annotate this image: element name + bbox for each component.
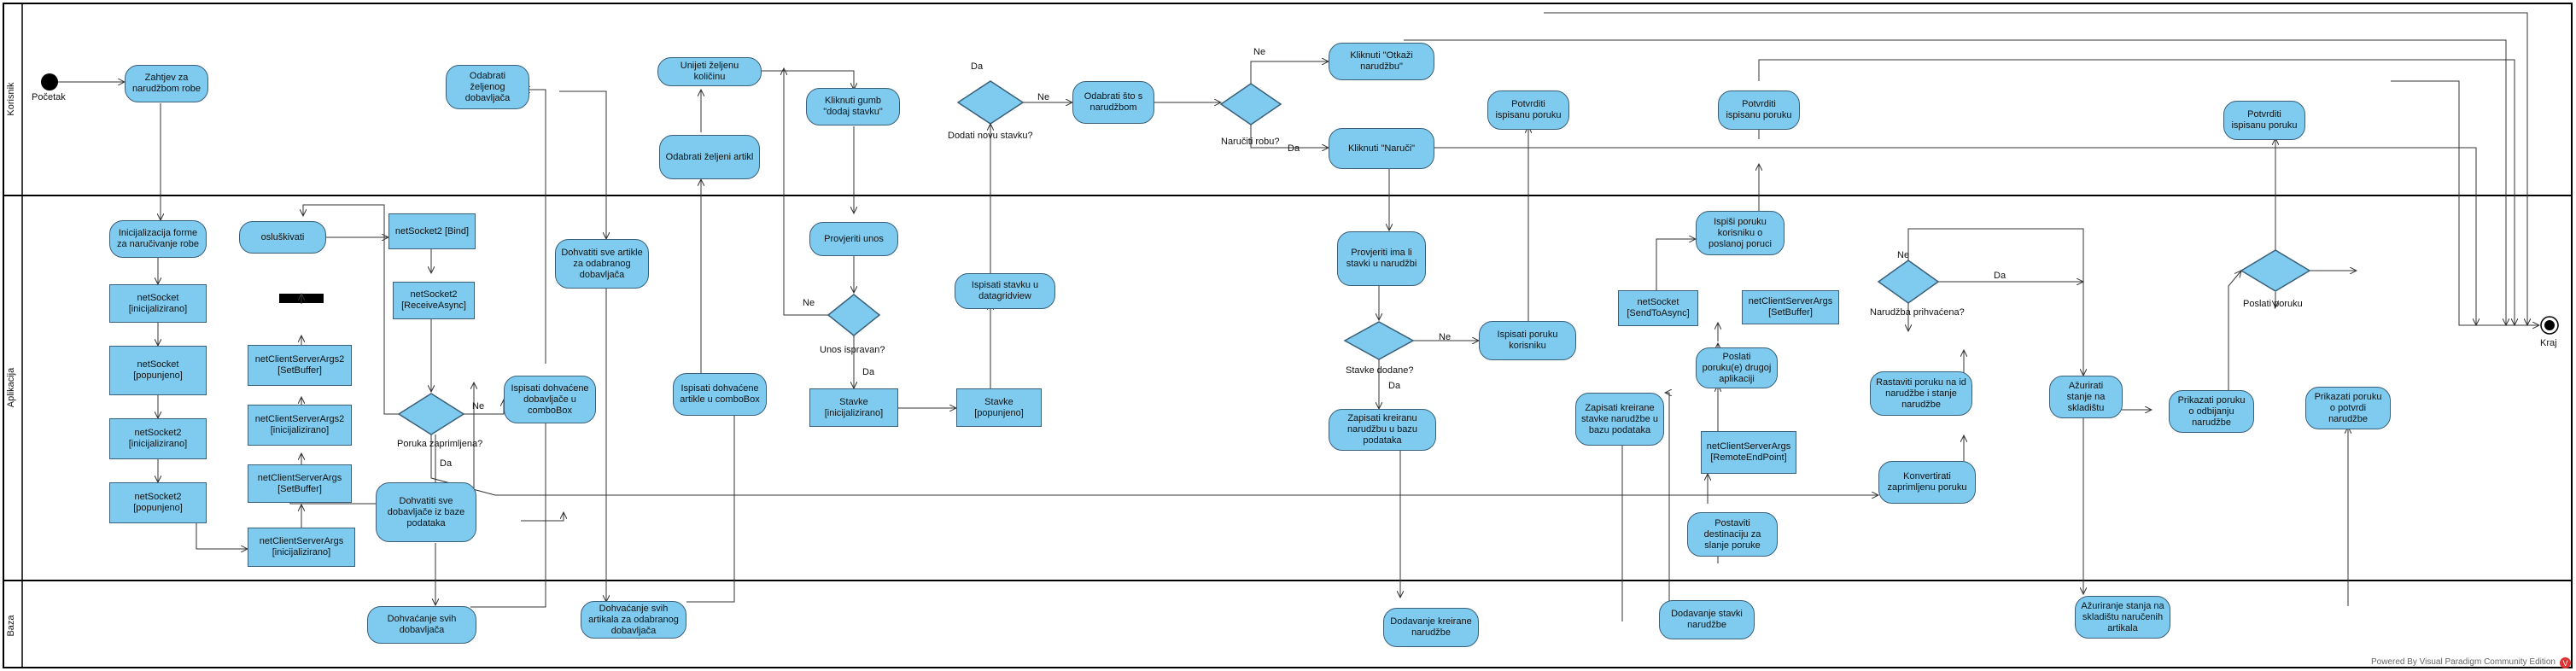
guard-ne: Ne xyxy=(1897,250,1910,260)
decision-label-poruka: Poruka zaprimljena? xyxy=(397,439,483,449)
guard-da: Da xyxy=(862,367,875,377)
node-zahtjev-narudzba[interactable]: Zahtjev za narudžbom robe xyxy=(125,65,208,102)
node-stavke-pop[interactable]: Stavke [popunjeno] xyxy=(956,388,1042,427)
node-postaviti-destinaciju[interactable]: Postaviti destinaciju za slanje poruke xyxy=(1687,512,1778,557)
lane-title-aplikacija: Aplikacija xyxy=(6,367,16,408)
node-kliknuti-otkazi[interactable]: Kliknuti "Otkaži narudžbu" xyxy=(1329,43,1434,80)
end-node-inner xyxy=(2544,320,2555,330)
node-dohvacanje-dobavljaca[interactable]: Dohvaćanje svih dobavljača xyxy=(367,606,476,644)
lane-title-baza: Baza xyxy=(6,615,16,637)
node-odabrati-artikl[interactable]: Odabrati željeni artikl xyxy=(659,135,760,179)
node-dodavanje-stavki[interactable]: Dodavanje stavki narudžbe xyxy=(1659,600,1755,639)
node-odabrati-sto[interactable]: Odabrati što s narudžbom xyxy=(1072,81,1154,124)
node-ncsa-setbuffer[interactable]: netClientServerArgs [SetBuffer] xyxy=(248,464,352,503)
node-dohvatiti-dobavljace[interactable]: Dohvatiti sve dobavljače iz baze podatak… xyxy=(376,482,476,542)
guard-da: Da xyxy=(1288,143,1300,154)
node-netsocket-pop[interactable]: netSocket [popunjeno] xyxy=(109,346,207,395)
node-prikazati-odbijanje[interactable]: Prikazati poruku o odbijanju narudžbe xyxy=(2169,390,2254,433)
start-label: Početak xyxy=(32,92,66,102)
node-ispisati-dobavljace[interactable]: Ispisati dohvaćene dobavljače u comboBox xyxy=(504,376,596,423)
node-azurirati-stanje[interactable]: Ažurirati stanje na skladištu xyxy=(2049,376,2123,418)
guard-da: Da xyxy=(971,61,984,72)
node-kliknuti-dodaj[interactable]: Kliknuti gumb "dodaj stavku" xyxy=(806,88,900,125)
node-provjeriti-ima-stavki[interactable]: Provjeriti ima li stavki u narudžbi xyxy=(1337,231,1426,286)
node-unijeti-kolicinu[interactable]: Unijeti željenu količinu xyxy=(657,57,762,86)
node-osluskivati[interactable]: osluškivati xyxy=(239,221,326,254)
node-dohvatiti-artikle[interactable]: Dohvatiti sve artikle za odabranog dobav… xyxy=(555,239,649,289)
guard-ne: Ne xyxy=(1037,92,1050,102)
node-netsocket2-receive[interactable]: netSocket2 [ReceiveAsync] xyxy=(393,282,475,319)
decision-poruka xyxy=(397,393,465,435)
node-odabrati-dobavljaca[interactable]: Odabrati željenog dobavljača xyxy=(446,65,529,109)
node-netsocket2-pop[interactable]: netSocket2 [popunjeno] xyxy=(109,482,207,523)
node-ispisati-stavku[interactable]: Ispisati stavku u datagridview xyxy=(955,273,1055,309)
node-ncsa-remote[interactable]: netClientServerArgs [RemoteEndPoint] xyxy=(1701,431,1796,474)
guard-ne: Ne xyxy=(472,401,485,411)
decision-label-prihvacena: Narudžba prihvaćena? xyxy=(1870,307,1965,318)
node-potvrditi-poruku-2[interactable]: Potvrditi ispisanu poruku xyxy=(1718,90,1800,130)
node-stavke-init[interactable]: Stavke [inicijalizirano] xyxy=(809,388,898,427)
decision-dodati xyxy=(956,80,1025,125)
decision-label-naruciti: Naručiti robu? xyxy=(1221,137,1280,147)
node-provjeriti-unos[interactable]: Provjeriti unos xyxy=(809,222,898,256)
decision-label-unos: Unos ispravan? xyxy=(820,345,885,355)
guard-da: Da xyxy=(1388,381,1401,391)
node-ncsa-setbuffer-2[interactable]: netClientServerArgs [SetBuffer] xyxy=(1742,290,1839,324)
decision-stavke xyxy=(1343,321,1415,360)
guard-da: Da xyxy=(1994,271,2006,281)
guard-ne: Ne xyxy=(1439,332,1452,342)
decision-label-dodati: Dodati novu stavku? xyxy=(948,131,1033,141)
guard-ne: Ne xyxy=(1253,47,1266,57)
node-netsocket2-init[interactable]: netSocket2 [inicijalizirano] xyxy=(109,418,207,459)
node-rastaviti-poruku[interactable]: Rastaviti poruku na id narudžbe i stanje… xyxy=(1870,371,1972,416)
node-prikazati-potvrdu[interactable]: Prikazati poruku o potvrdi narudžbe xyxy=(2305,387,2391,429)
decision-poslati xyxy=(2240,249,2311,292)
node-ncsa2-init[interactable]: netClientServerArgs2 [inicijalizirano] xyxy=(248,405,352,446)
node-netsocket-init[interactable]: netSocket [inicijalizirano] xyxy=(109,284,207,323)
decision-prihvacena xyxy=(1877,260,1940,304)
node-ncsa-init[interactable]: netClientServerArgs [inicijalizirano] xyxy=(248,528,355,567)
node-konvertirati-poruku[interactable]: Konvertirati zaprimljenu poruku xyxy=(1878,461,1976,504)
decision-label-stavke: Stavke dodane? xyxy=(1346,365,1414,376)
visual-paradigm-logo-icon: V xyxy=(2560,657,2571,668)
guard-da: Da xyxy=(440,458,453,469)
node-netsocket-send[interactable]: netSocket [SendToAsync] xyxy=(1618,290,1698,326)
node-poslati-poruke[interactable]: Poslati poruku(e) drugoj aplikaciji xyxy=(1696,347,1778,388)
swimlane-frame xyxy=(3,3,2573,668)
decision-unos xyxy=(827,294,881,336)
start-node xyxy=(41,73,58,90)
lane-title-korisnik: Korisnik xyxy=(6,82,16,116)
node-ncsa2-setbuffer[interactable]: netClientServerArgs2 [SetBuffer] xyxy=(248,345,352,386)
node-ispisi-poruku-poslana[interactable]: Ispiši poruku korisniku o poslanoj poruc… xyxy=(1696,211,1785,255)
node-potvrditi-poruku-1[interactable]: Potvrditi ispisanu poruku xyxy=(1487,90,1569,130)
node-netsocket2-bind[interactable]: netSocket2 [Bind] xyxy=(388,213,476,249)
node-kliknuti-naruci[interactable]: Kliknuti "Naruči" xyxy=(1329,128,1434,169)
node-zapisati-kreiranu[interactable]: Zapisati kreiranu narudžbu u bazu podata… xyxy=(1329,409,1436,451)
node-zapisati-stavke[interactable]: Zapisati kreirane stavke narudžbe u bazu… xyxy=(1575,393,1664,446)
node-ispisati-artikle[interactable]: Ispisati dohvaćene artikle u comboBox xyxy=(673,373,767,416)
footer-credit: Powered By Visual Paradigm Community Edi… xyxy=(2370,657,2556,667)
node-dohvacanje-artikala[interactable]: Dohvaćanje svih artikala za odabranog do… xyxy=(581,601,686,639)
node-potvrditi-poruku-3[interactable]: Potvrditi ispisanu poruku xyxy=(2223,101,2305,140)
decision-label-poslati: Poslati poruku xyxy=(2243,299,2303,309)
guard-ne: Ne xyxy=(803,298,815,308)
node-azuriranje-stanja[interactable]: Ažuriranje stanja na skladištu naručenih… xyxy=(2075,596,2170,639)
decision-naruciti xyxy=(1219,83,1282,125)
end-label: Kraj xyxy=(2540,338,2557,348)
node-ispisati-poruku-korisniku[interactable]: Ispisati poruku korisniku xyxy=(1479,321,1576,360)
node-inicijalizacija-forme[interactable]: Inicijalizacija forme za naručivanje rob… xyxy=(109,220,207,258)
node-dodavanje-kreirane[interactable]: Dodavanje kreirane narudžbe xyxy=(1383,608,1479,647)
